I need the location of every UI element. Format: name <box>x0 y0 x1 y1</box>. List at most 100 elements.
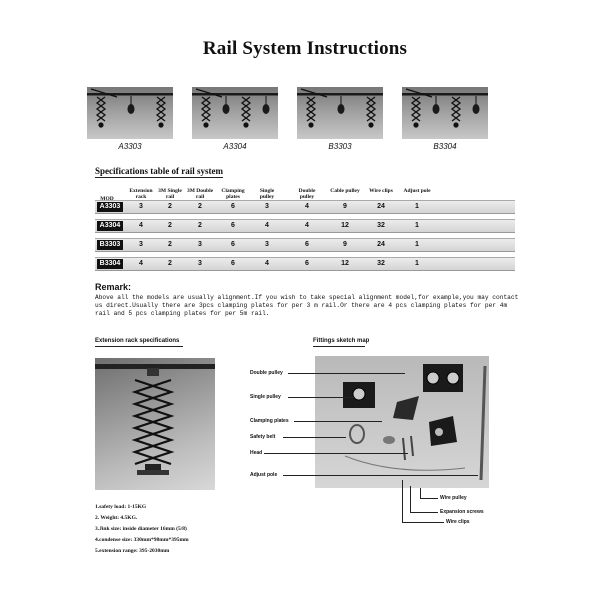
page-title: Rail System Instructions <box>202 38 408 59</box>
spec-cell: 4 <box>265 222 269 229</box>
spec-header-cell: 3M Single rail <box>158 188 182 200</box>
model-caption: B3303 <box>328 142 352 151</box>
spec-header-cell: Wire clips <box>369 188 393 194</box>
spec-cell: 24 <box>377 203 385 210</box>
model-caption: A3303 <box>118 142 142 151</box>
fitting-leader-line <box>263 453 408 454</box>
extension-spec-item: 4.condense size: 330mm*98mm*395mm <box>95 537 189 543</box>
fittings-heading-rule <box>313 346 365 347</box>
fitting-leader-line <box>293 421 382 422</box>
fitting-leader-line <box>410 512 438 513</box>
spec-cell: 24 <box>377 241 385 248</box>
model-code-badge: B3303 <box>97 240 123 250</box>
spec-cell: 3 <box>265 241 269 248</box>
model-code-badge: A3303 <box>97 202 123 212</box>
spec-cell: 32 <box>377 222 385 229</box>
spec-cell: 1 <box>415 222 419 229</box>
spec-cell: 9 <box>343 241 347 248</box>
spec-cell: 6 <box>305 260 309 267</box>
spec-row-b3303: B3303 3 2 3 6 3 6 9 24 1 <box>95 238 515 252</box>
spec-cell: 6 <box>305 241 309 248</box>
spec-row-a3304: A3304 4 2 2 6 4 4 12 32 1 <box>95 219 515 233</box>
model-photo-a3304 <box>192 87 278 139</box>
spec-cell: 2 <box>198 222 202 229</box>
remark-text: Above all the models are usually alignme… <box>95 294 523 317</box>
model-photo-b3303 <box>297 87 383 139</box>
spec-cell: 9 <box>343 203 347 210</box>
spec-header-cell: 3M Double rail <box>186 188 214 200</box>
spec-cell: 2 <box>168 222 172 229</box>
fitting-leader-line <box>420 498 438 499</box>
spec-header-cell: Single pulley <box>259 188 275 200</box>
spec-cell: 2 <box>168 260 172 267</box>
spec-cell: 1 <box>415 203 419 210</box>
fitting-label: Adjust pole <box>250 472 278 478</box>
spec-cell: 6 <box>231 203 235 210</box>
spec-cell: 3 <box>198 241 202 248</box>
extension-heading: Extension rack specifications <box>95 338 180 344</box>
remark-heading: Remark: <box>95 282 132 292</box>
spec-cell: 3 <box>198 260 202 267</box>
spec-header-cell: Adjust pole <box>403 188 431 194</box>
extension-rack-photo <box>95 358 215 490</box>
model-code-badge: A3304 <box>97 221 123 231</box>
fitting-label: Single pulley <box>250 394 281 400</box>
spec-cell: 3 <box>139 203 143 210</box>
spec-table-title: Specifications table of rail system <box>95 166 223 178</box>
spec-cell: 12 <box>341 222 349 229</box>
model-photo-b3304 <box>402 87 488 139</box>
model-code-badge: B3304 <box>97 259 123 269</box>
fitting-label: Wire clips <box>446 519 470 525</box>
spec-cell: 3 <box>139 241 143 248</box>
spec-table-header: MOD Extension rack 3M Single rail 3M Double… <box>95 186 515 208</box>
fitting-label: Expansion screws <box>440 509 484 515</box>
fitting-leader-line <box>410 486 411 512</box>
fittings-heading: Fittings sketch map <box>313 338 370 344</box>
fitting-label: Clamping plates <box>250 418 289 424</box>
fitting-leader-line <box>288 373 405 374</box>
extension-spec-item: 1.safety load: 1-15KG <box>95 504 147 510</box>
spec-cell: 2 <box>168 241 172 248</box>
spec-cell: 4 <box>265 260 269 267</box>
spec-row-a3303: A3303 3 2 2 6 3 4 9 24 1 <box>95 200 515 214</box>
fitting-leader-line <box>288 397 355 398</box>
fitting-leader-line <box>402 480 403 522</box>
fitting-leader-line <box>282 475 478 476</box>
spec-header-cell: MOD <box>100 196 114 202</box>
extension-spec-item: 2. Weight: 4.5KG. <box>95 515 138 521</box>
spec-cell: 6 <box>231 260 235 267</box>
spec-header-cell: Extension rack <box>129 188 153 200</box>
spec-cell: 2 <box>168 203 172 210</box>
extension-heading-rule <box>95 346 183 347</box>
spec-cell: 1 <box>415 241 419 248</box>
spec-row-b3304: B3304 4 2 3 6 4 6 12 32 1 <box>95 257 515 271</box>
spec-cell: 1 <box>415 260 419 267</box>
fittings-photo <box>315 356 489 488</box>
spec-cell: 6 <box>231 222 235 229</box>
spec-cell: 32 <box>377 260 385 267</box>
fitting-leader-line <box>402 522 444 523</box>
fitting-label: Double pulley <box>250 370 283 376</box>
extension-spec-item: 5.extension range: 395-2030mm <box>95 548 170 554</box>
spec-cell: 3 <box>265 203 269 210</box>
model-photo-a3303 <box>87 87 173 139</box>
spec-cell: 4 <box>305 222 309 229</box>
spec-cell: 4 <box>305 203 309 210</box>
extension-spec-item: 3.Jink size: inside diameter 16mm (5/8) <box>95 526 187 532</box>
spec-cell: 4 <box>139 260 143 267</box>
model-caption: A3304 <box>223 142 247 151</box>
spec-cell: 2 <box>198 203 202 210</box>
spec-header-cell: Clamping plates <box>221 188 245 200</box>
model-caption: B3304 <box>433 142 457 151</box>
spec-header-cell: Double pulley <box>298 188 316 200</box>
spec-cell: 4 <box>139 222 143 229</box>
fitting-label: Head <box>250 450 263 456</box>
fitting-leader-line <box>420 488 421 498</box>
fitting-label: Safety belt <box>250 434 276 440</box>
fitting-label: Wire pulley <box>440 495 467 501</box>
spec-header-cell: Cable pulley <box>330 188 360 194</box>
spec-cell: 12 <box>341 260 349 267</box>
fitting-leader-line <box>282 437 346 438</box>
spec-cell: 6 <box>231 241 235 248</box>
